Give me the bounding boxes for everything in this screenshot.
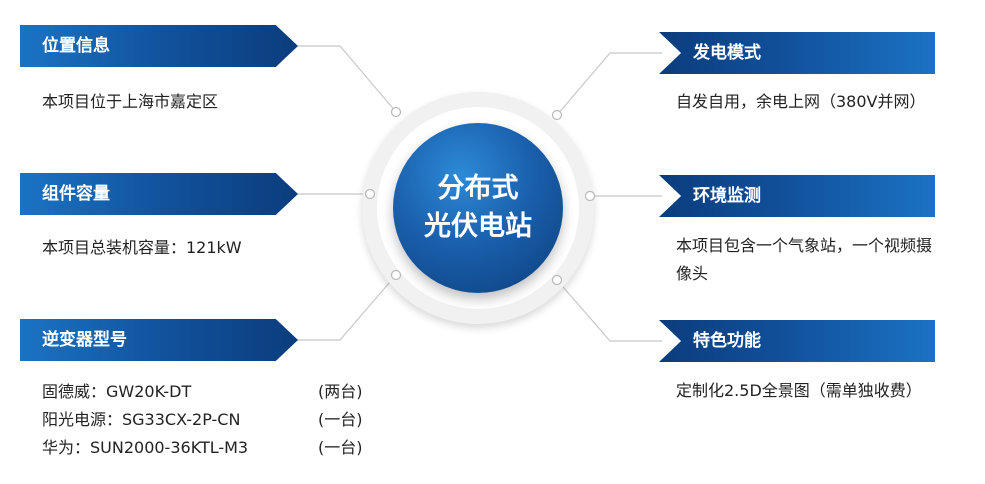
connector-position (278, 45, 397, 113)
header-position-info: 位置信息 (20, 25, 298, 67)
inverter-name: 华为：SUN2000-36KTL-M3 (42, 438, 249, 457)
dot-position (390, 106, 402, 118)
environment-monitoring-text: 本项目包含一个气象站，一个视频摄像头 (676, 236, 933, 283)
header-module-capacity: 组件容量 (20, 173, 298, 215)
inverter-row: 阳光电源：SG33CX-2P-CN (一台) (42, 406, 363, 434)
position-info-text: 本项目位于上海市嘉定区 (42, 92, 219, 111)
connector-feature (556, 279, 662, 342)
connector-mode (556, 52, 662, 116)
dot-feature (551, 274, 563, 286)
inverter-count: (一台) (318, 438, 363, 457)
header-special-features: 特色功能 (659, 320, 935, 362)
inverter-count: (一台) (318, 410, 363, 429)
hub-title-line1: 分布式 (437, 173, 519, 204)
header-inverter-model: 逆变器型号 (20, 319, 298, 361)
hub-title-line2: 光伏电站 (424, 211, 532, 242)
dot-monitor (584, 190, 596, 202)
dot-inverter (390, 269, 402, 281)
inverter-row: 华为：SUN2000-36KTL-M3 (一台) (42, 434, 363, 462)
header-environment-monitoring: 环境监测 (659, 175, 935, 217)
inverter-name: 固德威：GW20K-DT (42, 382, 192, 401)
module-capacity-text: 本项目总装机容量：121kW (42, 238, 242, 257)
inverter-count: (两台) (318, 382, 363, 401)
dot-capacity (364, 188, 376, 200)
connector-inverter (278, 274, 397, 341)
inverter-list: 固德威：GW20K-DT (两台) 阳光电源：SG33CX-2P-CN (一台)… (42, 378, 363, 462)
header-generation-mode: 发电模式 (659, 32, 935, 74)
generation-mode-text: 自发自用，余电上网（380V并网） (676, 92, 926, 111)
special-features-text: 定制化2.5D全景图（需单独收费） (676, 381, 922, 400)
hub-title: 分布式 光伏电站 (393, 123, 563, 293)
inverter-name: 阳光电源：SG33CX-2P-CN (42, 410, 241, 429)
dot-mode (551, 109, 563, 121)
inverter-row: 固德威：GW20K-DT (两台) (42, 378, 363, 406)
